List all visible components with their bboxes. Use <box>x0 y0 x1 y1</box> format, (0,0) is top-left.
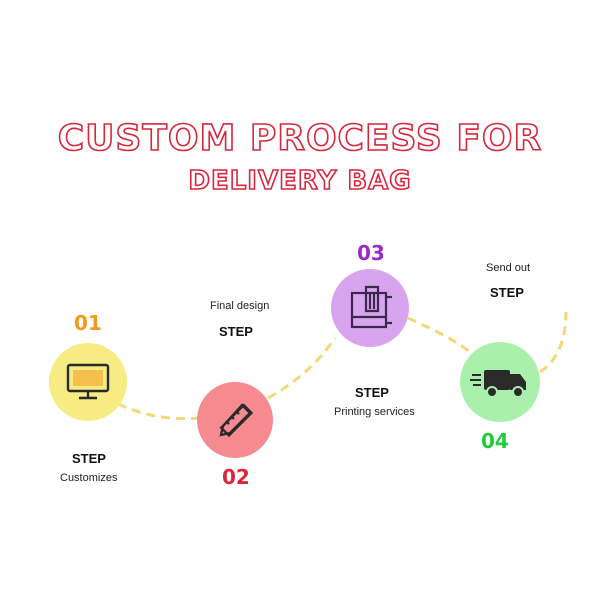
step-1-circle <box>49 343 127 421</box>
step-4-description: Send out <box>486 262 531 274</box>
step-4-number: 04 <box>481 429 509 453</box>
monitor-icon <box>66 363 110 400</box>
step-1-label: STEP <box>72 451 106 466</box>
step-2-label: STEP <box>219 324 253 339</box>
pencil-ruler-icon <box>219 403 254 438</box>
step-4-label: STEP <box>490 285 524 300</box>
title-line-2: DELIVERY BAG <box>188 165 412 197</box>
step-3-circle <box>331 269 409 347</box>
step-1-number: 01 <box>74 311 102 335</box>
step-2-circle <box>197 382 273 458</box>
delivery-truck-icon <box>470 370 526 398</box>
step-3-label: STEP <box>355 385 389 400</box>
step-1-description: Customizes <box>60 472 118 484</box>
step-2-description: Final design <box>210 300 270 312</box>
printer-icon <box>350 285 392 329</box>
step-3-description: Printing services <box>334 406 415 418</box>
step-2-number: 02 <box>222 465 250 489</box>
step-3-number: 03 <box>357 241 385 265</box>
step-4-circle <box>460 342 540 422</box>
title-line-1: CUSTOM PROCESS FOR <box>57 117 543 160</box>
